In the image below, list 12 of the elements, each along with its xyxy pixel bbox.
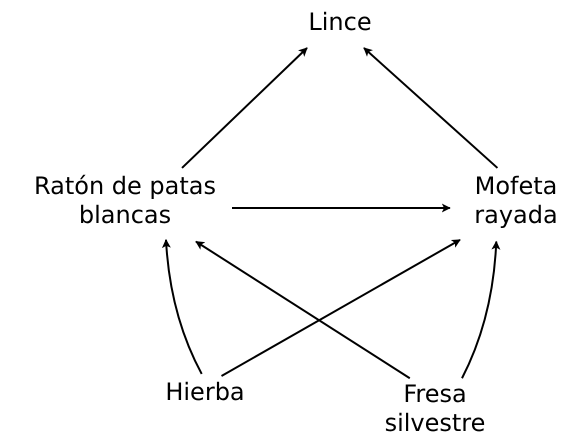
species-label: Ratón de patas blancas	[25, 172, 225, 230]
arrow	[221, 239, 461, 377]
arrow	[461, 240, 500, 379]
arrow	[232, 203, 451, 212]
species-label: Mofeta rayada	[458, 172, 574, 230]
species-label: Lince	[290, 8, 390, 37]
species-label: Hierba	[150, 378, 260, 407]
arrow	[195, 240, 410, 380]
arrow	[181, 47, 308, 169]
species-label: Fresa silvestre	[375, 380, 495, 438]
arrow	[162, 238, 203, 374]
arrow	[363, 47, 498, 169]
